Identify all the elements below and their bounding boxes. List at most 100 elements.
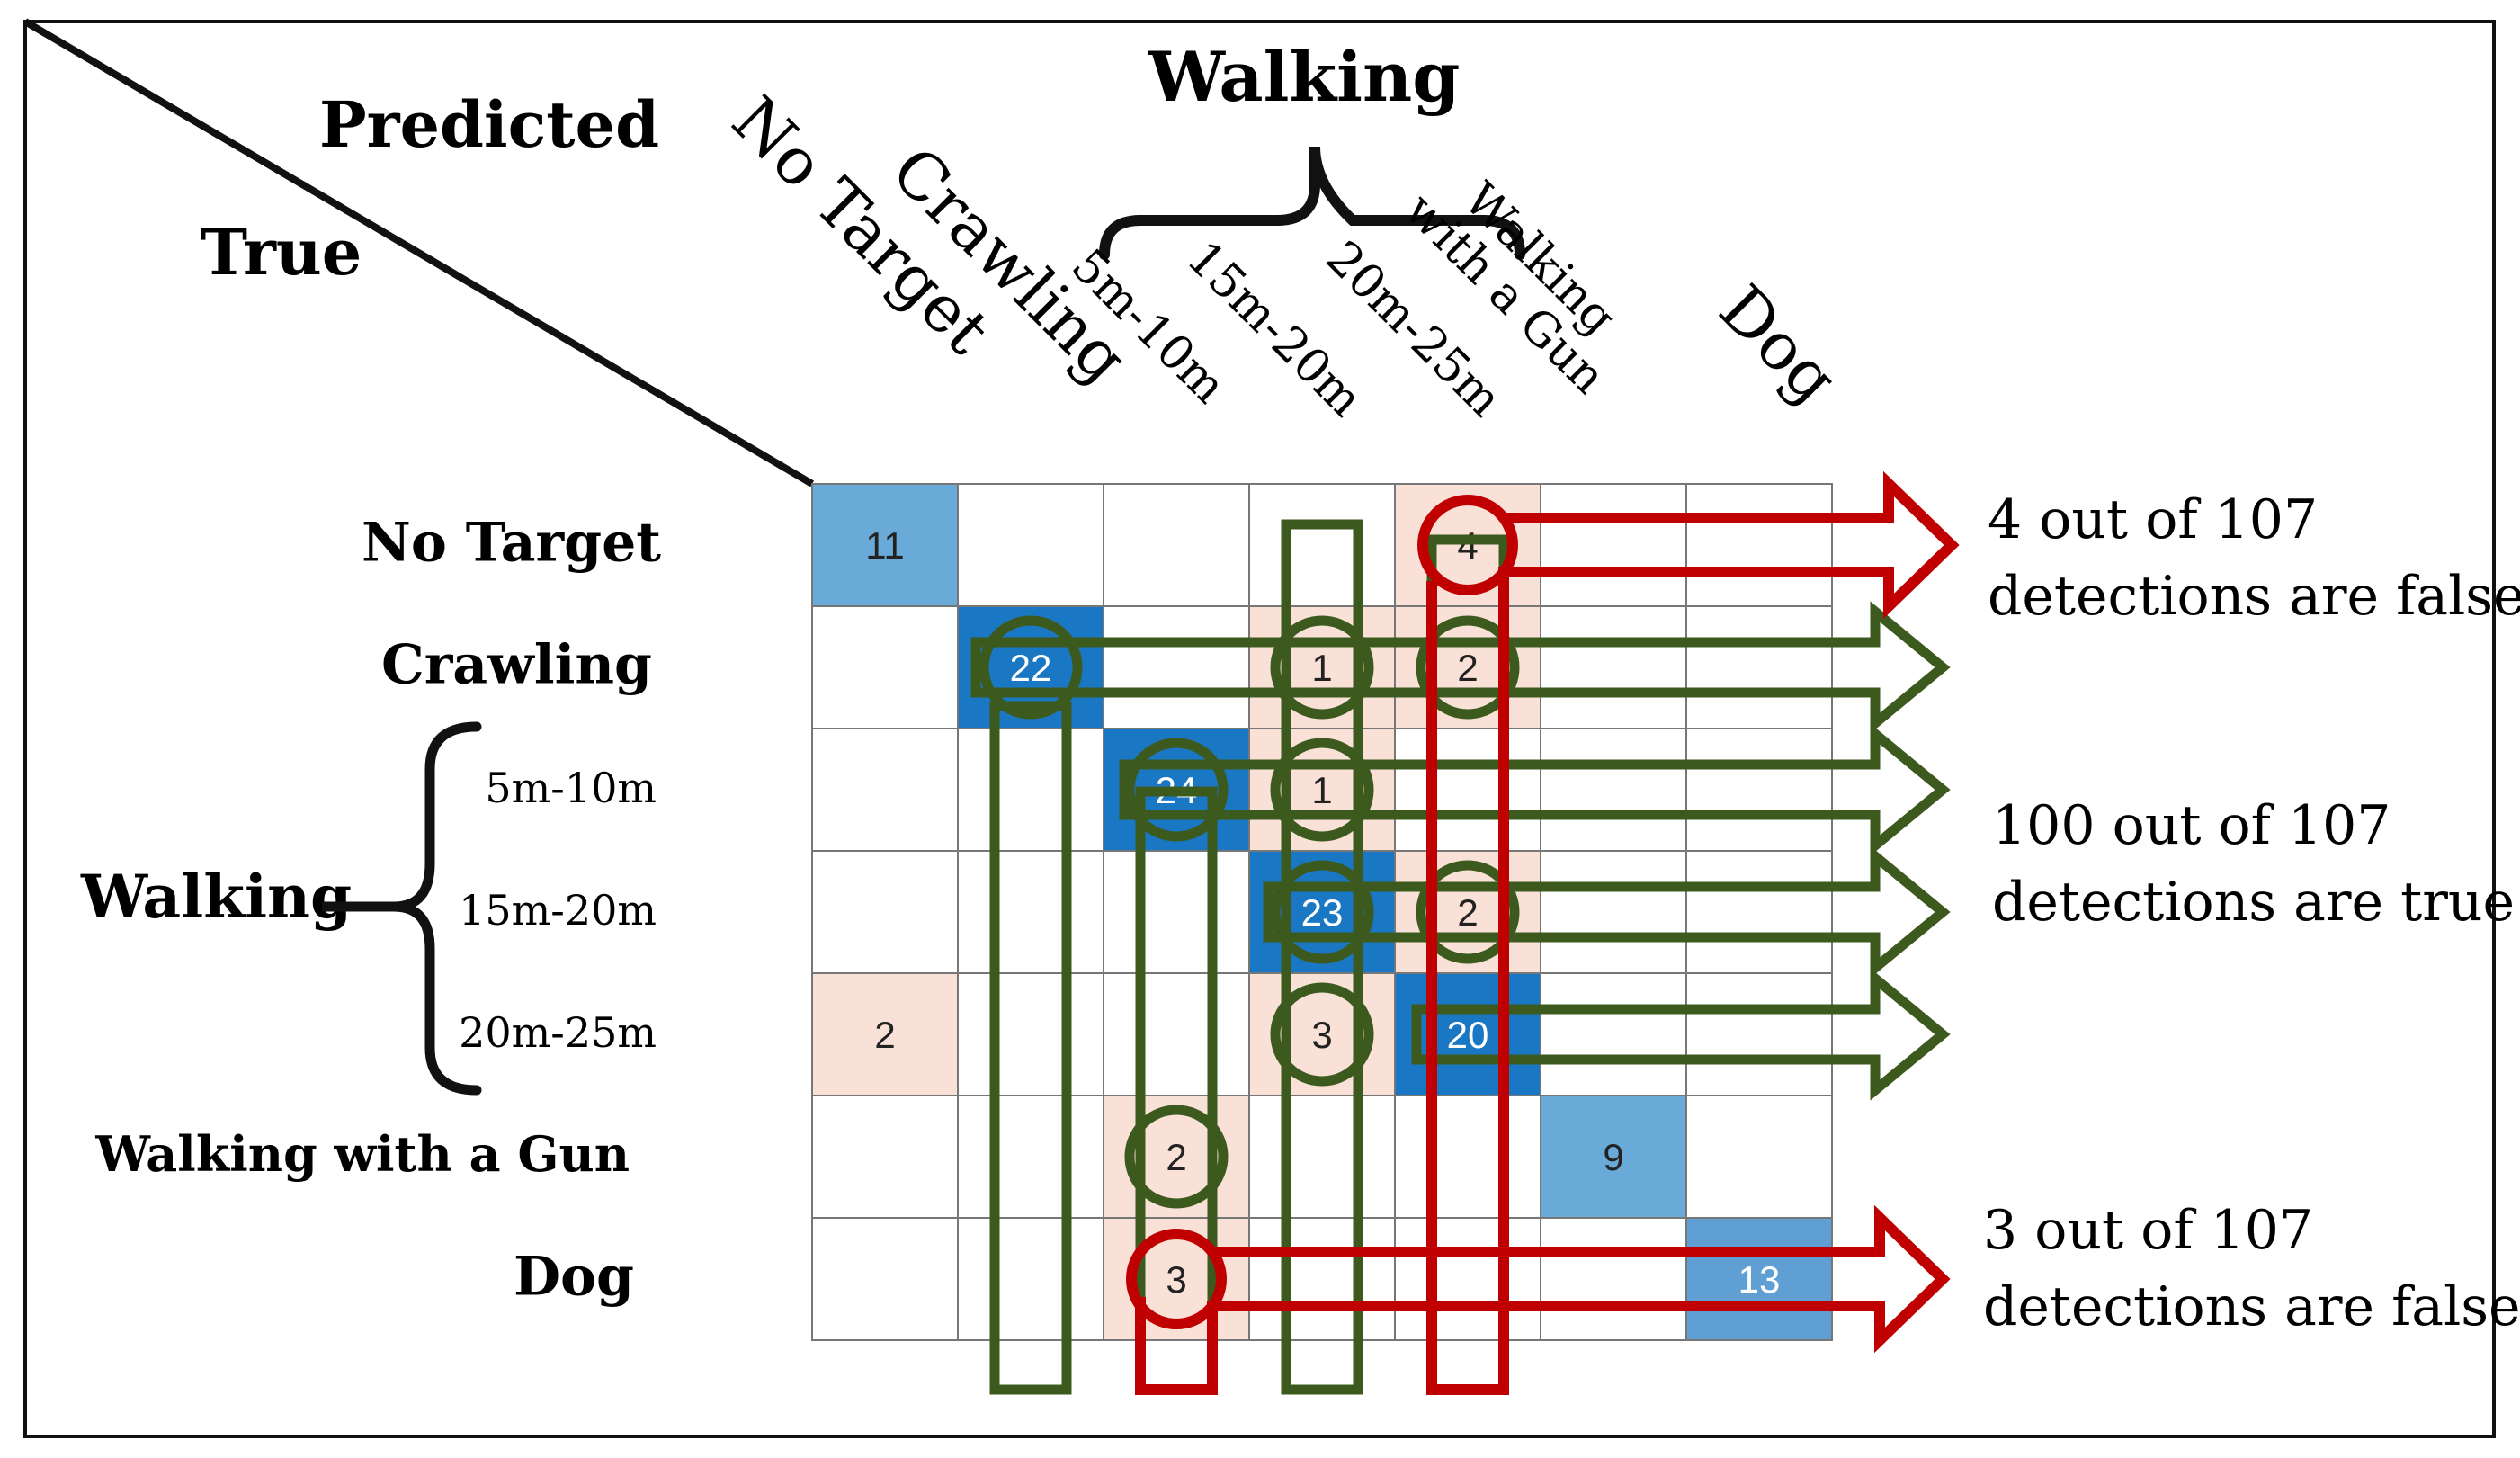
row-label-2: Crawling: [381, 634, 652, 697]
column-group-walking-label: Walking: [1148, 37, 1461, 117]
row-label-3: 5m-10m: [485, 764, 657, 812]
row-label-5: 20m-25m: [459, 1008, 657, 1057]
true-count-circle: [1270, 738, 1374, 842]
false-bottom-circle: [1126, 1229, 1227, 1329]
matrix-cell: [1540, 728, 1687, 852]
matrix-cell-value: 2: [1457, 647, 1478, 689]
column-group-brace: [1099, 146, 1525, 260]
matrix-cell: [1685, 1217, 1833, 1341]
true-count-circle: [979, 615, 1083, 720]
false-top-arrow: [1426, 470, 1960, 1395]
matrix-cell: [811, 972, 959, 1096]
matrix-cell: [1540, 972, 1687, 1096]
true-count-circle: [1124, 738, 1229, 842]
matrix-cell-value: 2: [874, 1014, 895, 1056]
matrix-cell: [811, 728, 959, 852]
true-row-arrow: [1119, 723, 1951, 856]
annotation-false-bottom-line1: 3 out of 107: [1983, 1199, 2313, 1262]
matrix-cell: [1103, 605, 1250, 729]
annotation-false-bottom: 3 out of 107 detections are false: [1983, 1199, 2520, 1338]
matrix-cell: [1248, 1217, 1396, 1341]
true-column-bar-crawling: [989, 701, 1072, 1395]
matrix-cell: [1103, 850, 1250, 974]
matrix-cell: [1685, 1095, 1833, 1219]
matrix-cell: [811, 605, 959, 729]
true-column-bar-walk-15-20: [1281, 519, 1363, 1395]
true-row-arrow: [1263, 845, 1951, 979]
matrix-cell: [957, 1217, 1104, 1341]
matrix-cell-value: 22: [1010, 647, 1052, 689]
row-label-4: 15m-20m: [459, 886, 657, 935]
annotation-false-bottom-line2: detections are false: [1983, 1275, 2520, 1338]
matrix-cell-value: 1: [1311, 769, 1332, 811]
column-header-dog-line: Dog: [1705, 271, 1852, 417]
matrix-cell: [1540, 483, 1687, 607]
corner-diagonal-line: [22, 18, 815, 487]
annotation-false-top: 4 out of 107 detections are false: [1988, 488, 2520, 628]
matrix-cell: [1685, 850, 1833, 974]
matrix-cell: [1685, 605, 1833, 729]
matrix-cell: [1540, 850, 1687, 974]
matrix-cell: [811, 850, 959, 974]
matrix-cell-value: 9: [1603, 1136, 1623, 1178]
matrix-cell: [811, 1217, 959, 1341]
matrix-cell: [957, 850, 1104, 974]
matrix-cell-value: 4: [1457, 524, 1478, 567]
true-label: True: [201, 215, 362, 290]
matrix-cell-value: 23: [1301, 891, 1344, 934]
matrix-cell-value: 3: [1311, 1014, 1332, 1056]
matrix-cell-value: 3: [1166, 1258, 1186, 1301]
matrix-cell: [957, 483, 1104, 607]
matrix-cell-value: 2: [1166, 1136, 1186, 1178]
matrix-cell: [1394, 1095, 1541, 1219]
matrix-cell: [957, 1095, 1104, 1219]
annotation-false-top-line2: detections are false: [1988, 565, 2520, 628]
matrix-cell: [1248, 1095, 1396, 1219]
matrix-cell: [1540, 1217, 1687, 1341]
row-group-brace: [393, 721, 482, 1096]
false-top-circle: [1417, 495, 1518, 595]
matrix-cell-value: 20: [1447, 1014, 1489, 1056]
matrix-cell: [957, 728, 1104, 852]
matrix-cell: [1394, 728, 1541, 852]
matrix-cell: [1103, 972, 1250, 1096]
true-count-circle: [1416, 615, 1520, 720]
matrix-cell: [811, 1095, 959, 1219]
figure-border: [23, 20, 2496, 1438]
matrix-cell: [1103, 483, 1250, 607]
matrix-cell: [1685, 972, 1833, 1096]
row-group-walking-label: Walking: [80, 862, 352, 932]
column-header-dog: Dog: [1705, 271, 1852, 417]
annotation-true-middle: 100 out of 107 detections are true: [1992, 794, 2515, 934]
false-detection-highlights: [1126, 470, 1960, 1395]
row-label-6: Walking with a Gun: [94, 1125, 630, 1183]
true-row-arrow: [1411, 968, 1951, 1101]
true-count-circle: [1270, 615, 1374, 720]
matrix-cell: [1394, 1217, 1541, 1341]
annotation-false-top-line1: 4 out of 107: [1988, 488, 2318, 551]
matrix-cell-value: 2: [1457, 891, 1478, 934]
matrix-cell: [1540, 605, 1687, 729]
true-detection-highlights: [970, 519, 1951, 1395]
row-label-1: No Target: [362, 512, 661, 575]
row-label-7: Dog: [514, 1246, 634, 1309]
column-headers: No TargetCrawling5m-10m15m-20m20m-25mWal…: [718, 82, 1852, 427]
matrix-cell: [1248, 483, 1396, 607]
matrix-cell: [1685, 483, 1833, 607]
matrix-cell: [1685, 728, 1833, 852]
annotation-true-line1: 100 out of 107: [1992, 794, 2390, 857]
true-count-circle: [1270, 982, 1374, 1087]
predicted-label: Predicted: [319, 87, 659, 162]
annotation-true-line2: detections are true: [1992, 871, 2515, 934]
true-count-circle: [1416, 860, 1520, 964]
matrix-cell: [811, 483, 959, 607]
matrix-cell: [957, 972, 1104, 1096]
false-bottom-arrow: [1135, 1204, 1951, 1395]
true-count-circle: [1270, 860, 1374, 964]
matrix-cell: [1540, 1095, 1687, 1219]
matrix-cell-value: 1: [1311, 647, 1332, 689]
matrix-cell-value: 13: [1738, 1258, 1781, 1301]
